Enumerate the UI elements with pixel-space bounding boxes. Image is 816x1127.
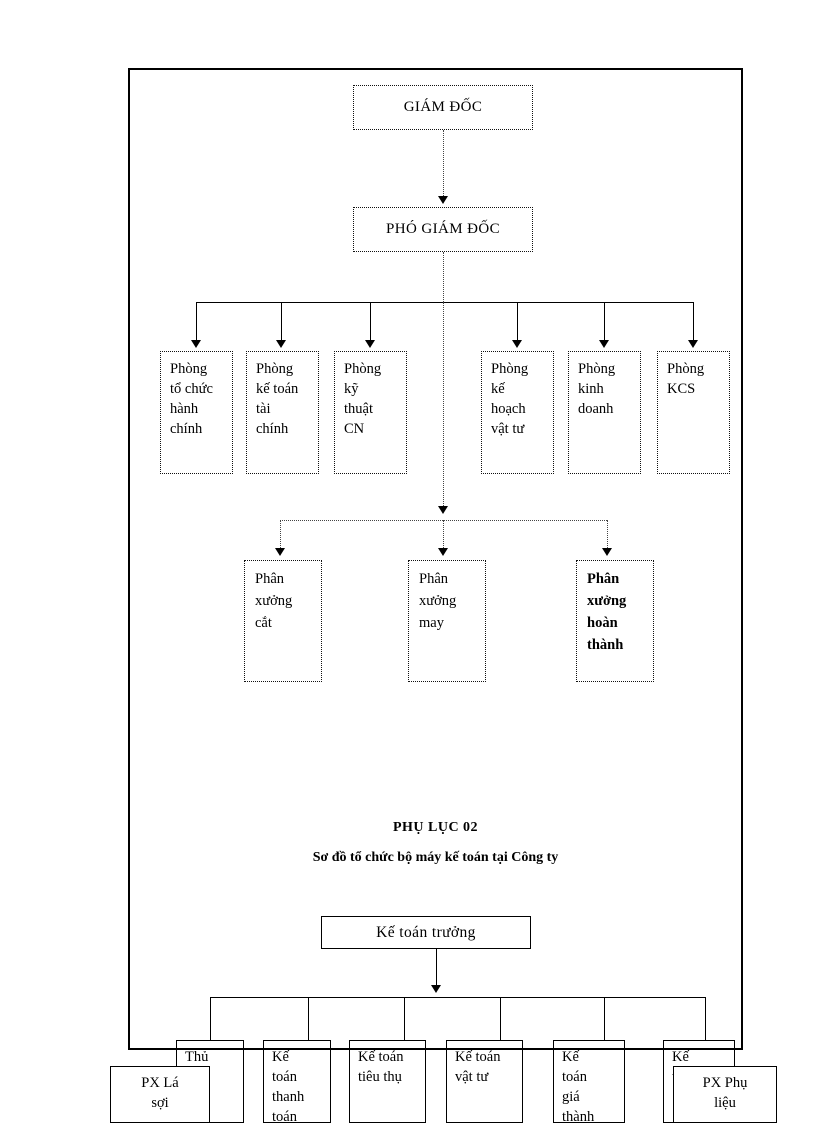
node-workshop-3: Phân xưởng hoàn thành (576, 560, 654, 682)
node-deputy-director: PHÓ GIÁM ĐỐC (353, 207, 533, 252)
connector-drop-dept-4 (517, 302, 518, 344)
node-staff-5: Kế toán giá thành (553, 1040, 625, 1125)
node-department-1-label: Phòng tổ chức hành chính (170, 361, 213, 437)
arrow-dept-6 (688, 340, 698, 348)
node-department-1: Phòng tổ chức hành chính (160, 351, 233, 474)
arrow-dept-5 (599, 340, 609, 348)
connector-drop-workshop-3 (607, 520, 608, 552)
arrow-workshop-2 (438, 548, 448, 556)
node-department-3: Phòng kỹ thuật CN (334, 351, 407, 474)
connector-drop-staff-2 (308, 997, 309, 1041)
node-workshop-3-label: Phân xưởng hoàn thành (587, 571, 627, 653)
node-chief-accountant-label: Kế toán trưởng (376, 923, 476, 941)
caption-block: PHỤ LỤC 02 Sơ đồ tổ chức bộ máy kế toán … (128, 820, 743, 866)
connector-drop-dept-6 (693, 302, 694, 344)
node-deputy-director-label: PHÓ GIÁM ĐỐC (386, 221, 500, 237)
caption-title: PHỤ LỤC 02 (392, 820, 479, 835)
connector-departments-bus (196, 302, 693, 303)
connector-drop-staff-3 (404, 997, 405, 1041)
arrow-workshop-trunk (438, 506, 448, 514)
arrow-dept-4 (512, 340, 522, 348)
node-chief-accountant: Kế toán trưởng (321, 916, 531, 949)
connector-drop-dept-2 (281, 302, 282, 344)
node-staff-4-label: Kế toán vật tư (455, 1049, 501, 1085)
node-staff-5-label: Kế toán giá thành (562, 1049, 595, 1125)
node-staff-3: Kế toán tiêu thụ (349, 1040, 426, 1123)
node-workshop-1: Phân xưởng cắt (244, 560, 322, 682)
arrow-workshop-1 (275, 548, 285, 556)
node-overlay-px-phu-lieu-label: PX Phụ liệu (702, 1075, 748, 1111)
node-department-5: Phòng kinh doanh (568, 351, 641, 474)
node-director: GIÁM ĐỐC (353, 85, 533, 130)
connector-drop-staff-4 (500, 997, 501, 1041)
arrow-workshop-3 (602, 548, 612, 556)
caption-subtitle: Sơ đồ tổ chức bộ máy kế toán tại Công ty (312, 850, 559, 865)
connector-chief-trunk (436, 949, 437, 989)
page-border (128, 68, 743, 1050)
node-staff-2: Kế toán thanh toán (263, 1040, 331, 1125)
node-overlay-px-la-soi-label: PX Lá sợi (141, 1075, 179, 1111)
node-workshop-2-label: Phân xưởng may (419, 571, 457, 631)
connector-drop-workshop-2 (443, 520, 444, 552)
node-department-5-label: Phòng kinh doanh (578, 361, 616, 417)
node-department-6-label: Phòng KCS (667, 361, 705, 397)
arrow-director-to-deputy (438, 196, 448, 204)
node-department-4: Phòng kế hoạch vật tư (481, 351, 554, 474)
connector-drop-dept-1 (196, 302, 197, 344)
arrow-dept-1 (191, 340, 201, 348)
node-workshop-2: Phân xưởng may (408, 560, 486, 682)
node-department-2: Phòng kế toán tài chính (246, 351, 319, 474)
node-staff-3-label: Kế toán tiêu thụ (358, 1049, 404, 1085)
connector-deputy-to-workshops (443, 302, 444, 510)
arrow-dept-3 (365, 340, 375, 348)
connector-drop-workshop-1 (280, 520, 281, 552)
arrow-chief-trunk (431, 985, 441, 993)
connector-drop-staff-6 (705, 997, 706, 1041)
connector-staff-bus (210, 997, 705, 998)
node-workshop-1-label: Phân xưởng cắt (255, 571, 293, 631)
node-director-label: GIÁM ĐỐC (403, 99, 483, 115)
connector-drop-dept-5 (604, 302, 605, 344)
node-department-4-label: Phòng kế hoạch vật tư (491, 361, 529, 437)
node-staff-4: Kế toán vật tư (446, 1040, 523, 1123)
connector-deputy-trunk (443, 252, 444, 302)
connector-drop-staff-5 (604, 997, 605, 1041)
node-department-3-label: Phòng kỹ thuật CN (344, 361, 382, 437)
connector-director-to-deputy (443, 130, 444, 198)
node-department-6: Phòng KCS (657, 351, 730, 474)
connector-drop-dept-3 (370, 302, 371, 344)
node-overlay-px-la-soi: PX Lá sợi (110, 1066, 210, 1123)
node-department-2-label: Phòng kế toán tài chính (256, 361, 299, 437)
node-staff-2-label: Kế toán thanh toán (272, 1049, 305, 1125)
node-overlay-px-phu-lieu: PX Phụ liệu (673, 1066, 777, 1123)
arrow-dept-2 (276, 340, 286, 348)
connector-drop-staff-1 (210, 997, 211, 1041)
